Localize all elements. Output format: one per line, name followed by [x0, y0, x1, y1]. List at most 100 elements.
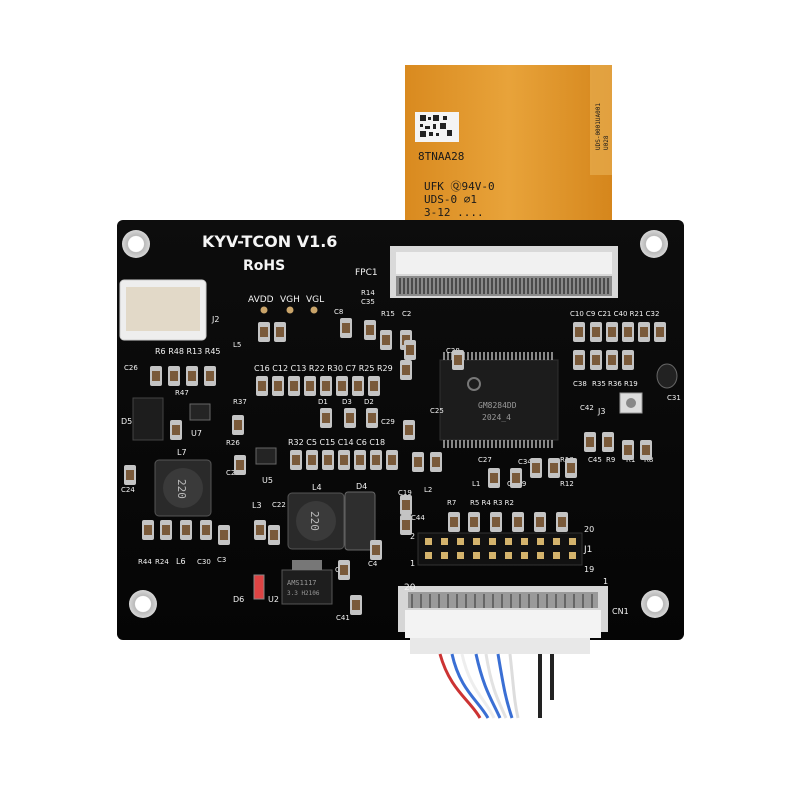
smd-part-body	[586, 437, 594, 447]
test-points: AVDD VGH VGL	[248, 295, 324, 314]
header-pin	[569, 552, 576, 559]
mounting-hole-br	[641, 590, 669, 618]
smd-part-body	[402, 520, 410, 530]
smd-part-body	[402, 365, 410, 375]
smd-part-body	[202, 525, 210, 535]
label-l4: L4	[312, 483, 322, 492]
smd-part-body	[624, 327, 632, 337]
chip-marking: GM8284DD	[478, 401, 517, 410]
label-j1: J1	[583, 545, 592, 555]
qr-code-icon	[420, 115, 452, 137]
smd-part-body	[550, 463, 558, 473]
smd-part-body	[256, 525, 264, 535]
label-r37: R37	[233, 398, 247, 406]
pot-knob-icon	[626, 398, 636, 408]
smd-part-body	[512, 473, 520, 483]
smd-part-body	[604, 437, 612, 447]
label-c2: C2	[402, 310, 411, 318]
label-c25: C25	[430, 407, 444, 415]
label-l9: L9	[518, 480, 526, 488]
header-pin	[457, 538, 464, 545]
inductor-l4: 220	[287, 492, 345, 550]
smd-part-body	[492, 517, 500, 527]
label-c26: C26	[124, 364, 138, 372]
smd-part-body	[338, 381, 346, 391]
smd-part-body	[370, 381, 378, 391]
label-r-row-left: R6 R48 R13 R45	[155, 347, 221, 356]
label-l3: L3	[252, 501, 262, 510]
header-pin	[425, 552, 432, 559]
label-l6: L6	[176, 557, 186, 566]
regulator-u2: AMS1117 3.3 H2106	[281, 560, 333, 605]
label-u7: U7	[191, 429, 202, 438]
j1-pin-19-label: 19	[584, 565, 594, 574]
fpc-side-code: UDS-0001UA001	[595, 103, 602, 150]
label-c38: C38	[573, 380, 587, 388]
smd-part-body	[144, 525, 152, 535]
smd-part-body	[292, 455, 300, 465]
header-pin	[569, 538, 576, 545]
smd-part-body	[575, 327, 583, 337]
label-d5: D5	[121, 417, 132, 426]
smd-part-body	[236, 460, 244, 470]
l4-marking: 220	[308, 511, 321, 531]
label-right-top-row: C10 C9 C21 C40 R21 C32	[570, 310, 659, 318]
mounting-hole-tl	[122, 230, 150, 258]
fpc-line-2: UDS-0 ⌀1	[424, 193, 477, 206]
header-pin	[457, 552, 464, 559]
tp-vgl-label: VGL	[306, 295, 324, 305]
label-r47: R47	[175, 389, 189, 397]
label-u5: U5	[262, 476, 273, 485]
smd-part-body	[567, 463, 575, 473]
header-pin	[553, 538, 560, 545]
label-r14: R14	[361, 289, 375, 297]
cn1-pin-20-label: 20	[404, 583, 416, 593]
l7-marking: 220	[175, 479, 188, 499]
smd-part-body	[470, 517, 478, 527]
header-pin	[441, 552, 448, 559]
smd-part-body	[276, 327, 284, 337]
smd-part-body	[274, 381, 282, 391]
label-c29: C29	[381, 418, 395, 426]
smd-part-body	[536, 517, 544, 527]
label-r5-row: R5 R4 R3 R2	[470, 499, 514, 507]
lvds-cable	[410, 638, 590, 719]
mounting-hole-bl	[129, 590, 157, 618]
smd-part-body	[514, 517, 522, 527]
header-pin	[537, 538, 544, 545]
smd-part-body	[234, 420, 242, 430]
smd-part-body	[324, 455, 332, 465]
smd-part-body	[592, 355, 600, 365]
smd-part-body	[260, 327, 268, 337]
fpc-code-label: 8TNAA28	[418, 150, 464, 163]
label-d3: D3	[342, 398, 352, 406]
smd-part-body	[152, 371, 160, 381]
smd-part-body	[306, 381, 314, 391]
label-c24: C24	[121, 486, 135, 494]
main-tcon-chip: GM8284DD 2024_4	[439, 352, 559, 448]
label-c8: C8	[334, 308, 343, 316]
smd-part-body	[366, 325, 374, 335]
smd-part-body	[414, 457, 422, 467]
label-c31: C31	[667, 394, 681, 402]
smd-part-body	[308, 455, 316, 465]
smd-part-body	[172, 425, 180, 435]
smd-part-body	[340, 565, 348, 575]
label-l1: L1	[472, 480, 480, 488]
label-r44: R44	[138, 558, 152, 566]
smd-part-body	[340, 455, 348, 465]
smd-part-body	[592, 327, 600, 337]
j1-pin-2-label: 2	[410, 532, 415, 541]
label-c16-row: C16 C12 C13 R22 R30 C7 R25 R29	[254, 364, 393, 373]
regulator-sub: 3.3 H2106	[287, 590, 320, 597]
smd-part-body	[402, 500, 410, 510]
tp-vgh-label: VGH	[280, 295, 300, 305]
smd-part-body	[532, 463, 540, 473]
smd-part-body	[352, 600, 360, 610]
smd-part-body	[624, 445, 632, 455]
smd-part-body	[656, 327, 664, 337]
header-pin	[537, 552, 544, 559]
label-r26: R26	[226, 439, 240, 447]
label-cn1: CN1	[612, 607, 629, 616]
smd-part-body	[220, 530, 228, 540]
